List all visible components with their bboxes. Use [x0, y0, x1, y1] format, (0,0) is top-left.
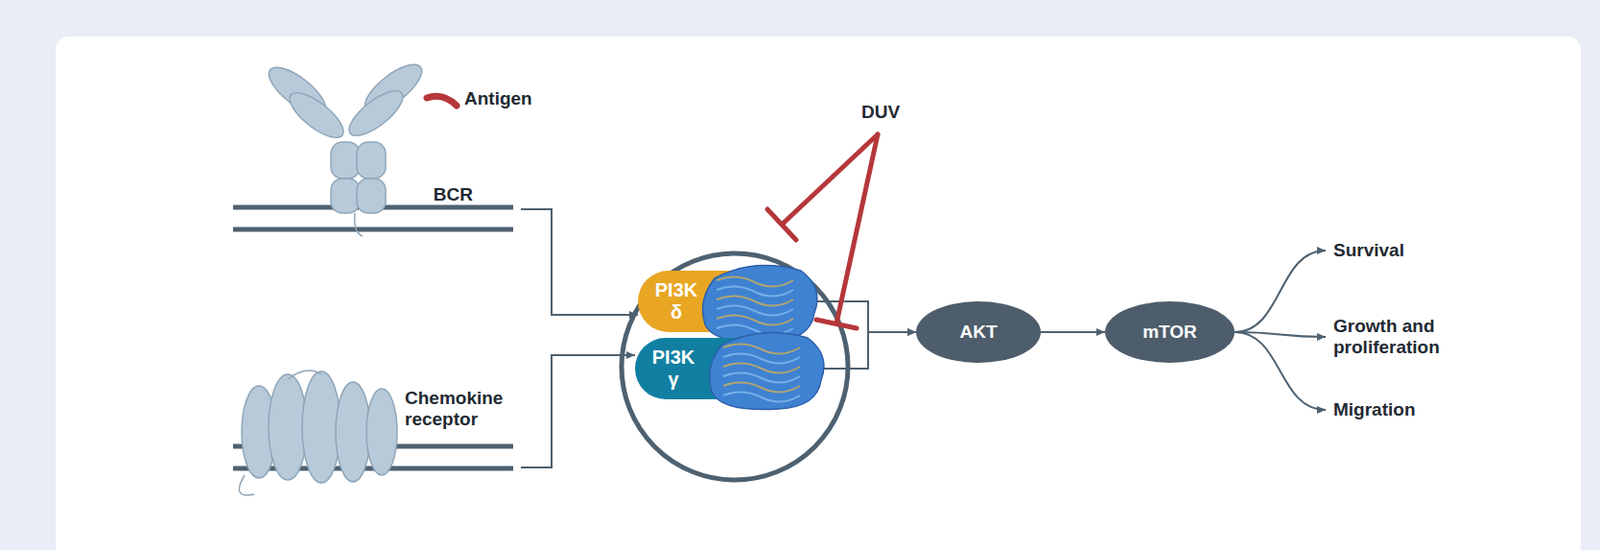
flow-arrow [1040, 330, 1106, 333]
pi3k-delta: PI3K δ [637, 270, 811, 332]
node-label: BCR [433, 184, 473, 206]
chemokine-receptor: Chemokine receptor [233, 345, 521, 472]
bcr-antibody [261, 56, 429, 236]
flow-arrow [1234, 331, 1326, 410]
node-label: Survival [1333, 239, 1405, 261]
pi3k-gamma: PI3K γ [635, 337, 818, 400]
akt-node: AKT [916, 301, 1041, 363]
node-label: mTOR [1142, 321, 1198, 343]
node-label: Migration [1333, 399, 1416, 421]
mtor-node: mTOR [1105, 301, 1235, 363]
pi3k-enclosure [621, 253, 848, 480]
antigen-mark [426, 95, 457, 106]
node-label: PI3K δ [647, 279, 706, 324]
node-label: AKT [959, 321, 997, 343]
node-label: Growth and proliferation [1333, 315, 1478, 358]
node-label: PI3K γ [644, 346, 703, 391]
flow-arrow [810, 301, 917, 332]
flow-arrow [520, 209, 638, 315]
node-label: Chemokine receptor [404, 387, 516, 430]
outcome-text: Survival [1333, 235, 1478, 265]
outcome-text: Migration [1333, 395, 1478, 424]
flow-arrow [520, 354, 636, 468]
annotation-label: DUV [861, 101, 900, 123]
annotation-label: Antigen [464, 88, 533, 110]
bcr-receptor: BCR [233, 63, 521, 223]
chemokine-receptor-shape [238, 370, 398, 495]
flow-arrow [817, 331, 917, 369]
outcome-text: Growth and proliferation [1333, 312, 1478, 361]
flow-arrow [1234, 250, 1326, 332]
